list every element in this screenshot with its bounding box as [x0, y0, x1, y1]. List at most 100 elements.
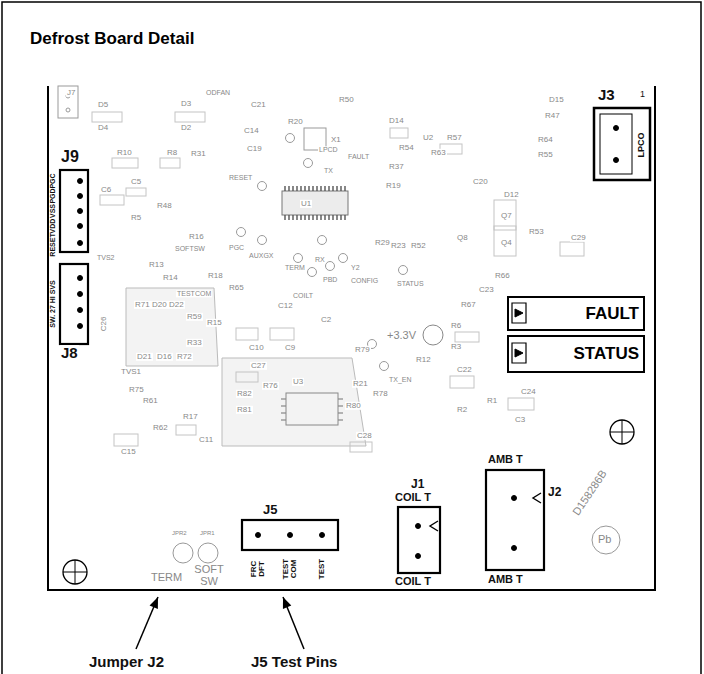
connector-label: J8 [60, 345, 79, 361]
silkscreen-label: R63 [430, 149, 447, 157]
connector-label: LPCO [637, 131, 646, 158]
led-symbol [515, 349, 523, 357]
ic-pin [288, 215, 289, 220]
test-point [294, 254, 303, 263]
silkscreen-label: R2 [456, 406, 468, 414]
connector-j3 [594, 108, 650, 180]
pin-one-marker [430, 521, 438, 531]
ic-chip [282, 191, 348, 215]
silkscreen-label: C14 [243, 127, 260, 135]
connector-j9 [60, 170, 88, 252]
indicator-label: STATUS [570, 344, 643, 364]
silkscreen-label: C24 [520, 388, 537, 396]
silkscreen-label: LPCD [318, 146, 339, 153]
silkscreen-label: R52 [410, 242, 427, 250]
ic-pin [320, 215, 321, 220]
silkscreen-label: R17 [182, 413, 199, 421]
indicator-box: STATUS [507, 335, 645, 373]
ic-pin [300, 186, 301, 191]
silkscreen-label: D22 [168, 301, 185, 309]
component-pad [270, 328, 294, 340]
silkscreen-label: R79 [354, 346, 371, 354]
ic-pin [284, 186, 285, 191]
ic-pin [312, 186, 313, 191]
connector-label: COIL T [394, 492, 432, 504]
silkscreen-label: D20 [151, 301, 168, 309]
connector-pin [78, 241, 83, 246]
silkscreen-label: R80 [345, 402, 362, 410]
silkscreen-label: R19 [385, 182, 402, 190]
pin-pad [66, 108, 70, 112]
ic-pin [340, 215, 341, 220]
silkscreen-label: R8 [166, 149, 178, 157]
ic-pin [320, 186, 321, 191]
silkscreen-label: C15 [120, 448, 137, 456]
silkscreen-label: R5 [130, 214, 142, 222]
silkscreen-label: R57 [446, 134, 463, 142]
indicator-box: FAULT [507, 296, 645, 331]
silkscreen-label: R76 [262, 382, 279, 390]
test-point [304, 159, 313, 168]
connector-pin [78, 194, 83, 199]
silkscreen-label: R1 [486, 397, 498, 405]
figure-title: Defrost Board Detail [30, 29, 194, 49]
silkscreen-label: C9 [284, 344, 296, 352]
connector-pin [614, 158, 619, 163]
callout-arrowhead [283, 597, 291, 609]
silkscreen-label: R62 [152, 424, 169, 432]
shaded-region [222, 358, 366, 446]
ic-pin [332, 215, 333, 220]
component-pad [175, 112, 205, 122]
ic-pin [281, 398, 286, 399]
component-pad [112, 158, 138, 168]
silkscreen-label: R6 [450, 322, 462, 330]
ic-pin [296, 215, 297, 220]
ic-pin [292, 186, 293, 191]
led-symbol [512, 343, 526, 363]
silkscreen-label: R78 [372, 390, 389, 398]
silkscreen-label: COILT [292, 292, 314, 299]
shaded-region [126, 288, 218, 366]
silkscreen-label: R47 [544, 112, 561, 120]
pin-one-marker [533, 493, 541, 503]
jumper-pad [198, 543, 218, 563]
test-point [308, 268, 317, 277]
test-point [286, 134, 295, 143]
connector-j2 [486, 470, 544, 570]
test-point [258, 236, 267, 245]
ic-pin [324, 215, 325, 220]
connector-label: COIL T [394, 576, 432, 588]
silkscreen-label: Q4 [500, 239, 513, 247]
silkscreen-label: R82 [236, 390, 253, 398]
callout-leader [136, 597, 158, 649]
silkscreen-label: R21 [352, 380, 369, 388]
silkscreen-label: C21 [250, 101, 267, 109]
silkscreen-label: X1 [330, 136, 342, 144]
silkscreen-label: R54 [398, 144, 415, 152]
mounting-cross [622, 420, 623, 444]
silkscreen-label: Y2 [350, 264, 361, 271]
silkscreen-label: R53 [528, 228, 545, 236]
ic-pin [338, 405, 343, 406]
silkscreen-label: C11 [198, 436, 214, 444]
silkscreen-label: TESTCOM [176, 290, 212, 297]
silkscreen-label: TVS1 [120, 368, 142, 376]
silkscreen-label: R59 [186, 313, 203, 321]
test-pad [423, 325, 443, 345]
ic-pin [296, 186, 297, 191]
connector-pin [512, 546, 517, 551]
silkscreen-label: D14 [388, 117, 405, 125]
silkscreen-label: R15 [206, 319, 223, 327]
ic-pin [336, 215, 337, 220]
led-symbol [515, 309, 523, 317]
connector-label: J2 [547, 486, 562, 499]
silkscreen-label: STATUS [396, 280, 425, 287]
connector-label: J5 [262, 503, 278, 517]
silkscreen-label: ODFAN [205, 89, 231, 96]
component-pad [92, 112, 122, 122]
ic-pin [344, 215, 345, 220]
connector-label: PGC [49, 172, 56, 189]
silkscreen-label: R72 [176, 353, 193, 361]
silkscreen-label: R16 [188, 233, 205, 241]
